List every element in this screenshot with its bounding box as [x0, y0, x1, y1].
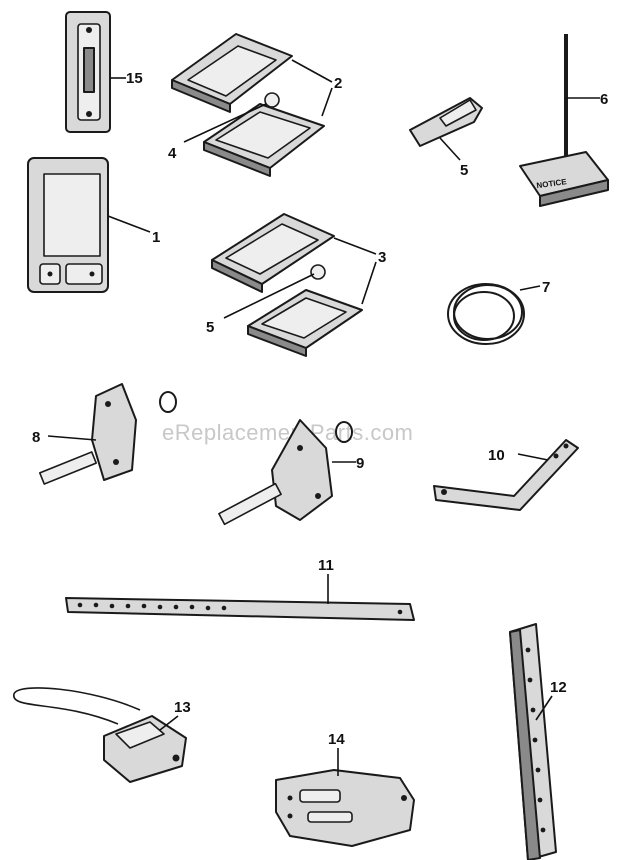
- callout-3: 3: [378, 249, 386, 266]
- leader-8: [47, 435, 97, 441]
- callout-2: 2: [334, 75, 342, 92]
- part-6-notice-sign: NOTICE: [519, 34, 609, 207]
- callout-1: 1: [152, 229, 160, 246]
- callout-4: 4: [168, 145, 177, 162]
- callout-9: 9: [356, 455, 364, 472]
- callout-11: 11: [318, 557, 334, 574]
- part-13-safety-sensor: [13, 687, 187, 783]
- leader-3a: [333, 237, 377, 255]
- part-8-door-bracket: [38, 383, 177, 485]
- callout-5a: 5: [460, 162, 468, 179]
- leader-12: [535, 695, 553, 721]
- leader-1: [107, 215, 151, 233]
- part-5-visor-clip: [409, 97, 483, 147]
- part-9-bracket-assembly: [218, 419, 353, 526]
- callout-15: 15: [126, 70, 143, 87]
- part-2-remote-top: [171, 33, 325, 177]
- part-15-door-switch: [65, 11, 111, 133]
- leader-3b: [361, 261, 377, 305]
- part-3-remote-middle: [211, 213, 363, 357]
- leader-4: [183, 103, 267, 143]
- part-11-straight-arm: [65, 597, 415, 621]
- callout-14: 14: [328, 731, 345, 748]
- part-7-coiled-wire: [447, 283, 525, 345]
- part-10-curved-arm: [433, 439, 579, 511]
- callout-12: 12: [550, 679, 567, 696]
- part-1-wall-control: [27, 157, 109, 293]
- leader-5b: [223, 273, 315, 319]
- callout-6: 6: [600, 91, 608, 108]
- notice-label: NOTICE: [536, 177, 568, 190]
- leader-7: [519, 285, 541, 291]
- part-14-sensor-bracket: [275, 769, 415, 847]
- leader-2a: [291, 59, 333, 83]
- leader-10: [517, 453, 549, 461]
- callout-8: 8: [32, 429, 40, 446]
- part-12-angle-iron: [509, 623, 557, 860]
- callout-7: 7: [542, 279, 550, 296]
- callout-10: 10: [488, 447, 505, 464]
- leader-13: [159, 715, 179, 731]
- leader-5a: [439, 137, 461, 161]
- leader-2b: [321, 87, 333, 117]
- callout-13: 13: [174, 699, 191, 716]
- callout-5b: 5: [206, 319, 214, 336]
